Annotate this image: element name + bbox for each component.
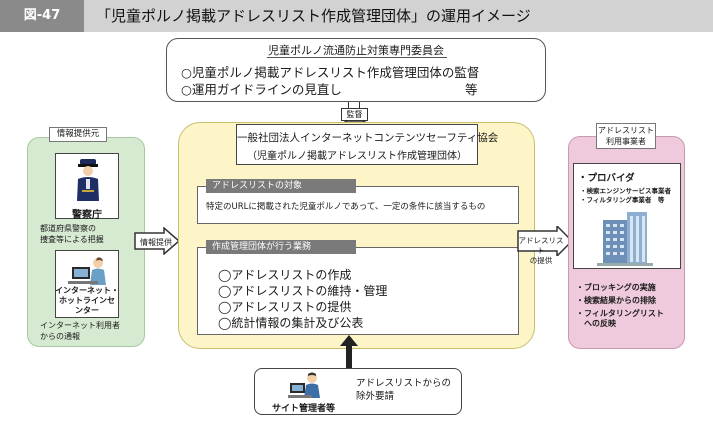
info-source-title: 情報提供元 bbox=[49, 127, 107, 142]
hotline-card bbox=[55, 250, 119, 318]
police-card bbox=[55, 153, 119, 219]
list-use-item: ・検索結果からの排除 bbox=[576, 296, 656, 305]
committee-box: 児童ポルノ流通防止対策専門委員会 ○児童ポルノ掲載アドレスリスト作成管理団体の監… bbox=[166, 38, 546, 102]
office-building-icon bbox=[597, 212, 653, 266]
site-admin-name: サイト管理者等 bbox=[272, 404, 336, 414]
association-name-box: 一般社団法人インターネットコンテンツセーフティ協会 （児童ポルノ掲載アドレスリス… bbox=[236, 124, 499, 165]
association-name: 一般社団法人インターネットコンテンツセーフティ協会 bbox=[237, 132, 499, 144]
exclusion-request-text: アドレスリストからの 除外要請 bbox=[356, 378, 452, 402]
target-tab: アドレスリストの対象 bbox=[206, 179, 356, 193]
list-provision-arrow bbox=[517, 226, 573, 256]
duty-item: ◯アドレスリストの維持・管理 bbox=[218, 284, 388, 298]
hotline-name: インターネット・ ホットラインセ ンター bbox=[55, 286, 119, 315]
list-use-item: ・フィルタリングリスト への反映 bbox=[576, 309, 664, 328]
police-description: 都道府県警察の 捜査等による把握 bbox=[40, 224, 104, 244]
supervision-arrow-shaft bbox=[348, 102, 360, 110]
committee-item: ○運用ガイドラインの見直し bbox=[181, 82, 342, 97]
computer-user-icon bbox=[68, 257, 106, 285]
duty-item: ◯統計情報の集計及び公表 bbox=[218, 316, 364, 330]
header-bar bbox=[0, 0, 713, 32]
committee-divider bbox=[267, 57, 447, 58]
committee-item: ○児童ポルノ掲載アドレスリスト作成管理団体の監督 bbox=[181, 65, 480, 80]
committee-etc: 等 bbox=[465, 82, 478, 97]
duties-box bbox=[197, 247, 519, 335]
list-provision-label: アドレスリスト の提供 bbox=[518, 236, 564, 265]
exclusion-request-arrow bbox=[340, 335, 358, 368]
duty-item: ◯アドレスリストの作成 bbox=[218, 268, 352, 282]
provider-subitem: ・検索エンジンサービス事業者 bbox=[580, 187, 671, 195]
figure-number: 図-47 bbox=[0, 0, 84, 32]
police-officer-icon bbox=[77, 159, 99, 201]
info-provision-label: 情報提供 bbox=[140, 238, 172, 247]
association-role: （児童ポルノ掲載アドレスリスト作成管理団体） bbox=[247, 151, 467, 162]
target-description: 特定のURLに掲載された児童ポルノであって、一定の条件に該当するもの bbox=[206, 202, 486, 212]
site-admin-icon bbox=[288, 372, 320, 398]
provider-subitem: ・フィルタリング事業者 等 bbox=[580, 196, 665, 204]
site-admin-box bbox=[254, 368, 462, 415]
duties-tab: 作成管理団体が行う業務 bbox=[206, 240, 356, 254]
figure-title: 「児童ポルノ掲載アドレスリスト作成管理団体」の運用イメージ bbox=[96, 7, 531, 25]
committee-title: 児童ポルノ流通防止対策専門委員会 bbox=[268, 44, 444, 57]
duty-item: ◯アドレスリストの提供 bbox=[218, 300, 352, 314]
police-name: 警察庁 bbox=[72, 210, 102, 221]
supervision-label: 監督 bbox=[341, 108, 368, 121]
list-users-title: アドレスリスト 利用事業者 bbox=[596, 123, 656, 149]
list-use-item: ・ブロッキングの実施 bbox=[576, 283, 656, 292]
provider-title: ・プロバイダ bbox=[578, 173, 635, 184]
hotline-description: インターネット利用者 からの通報 bbox=[40, 321, 120, 341]
info-provision-arrow bbox=[134, 227, 180, 255]
